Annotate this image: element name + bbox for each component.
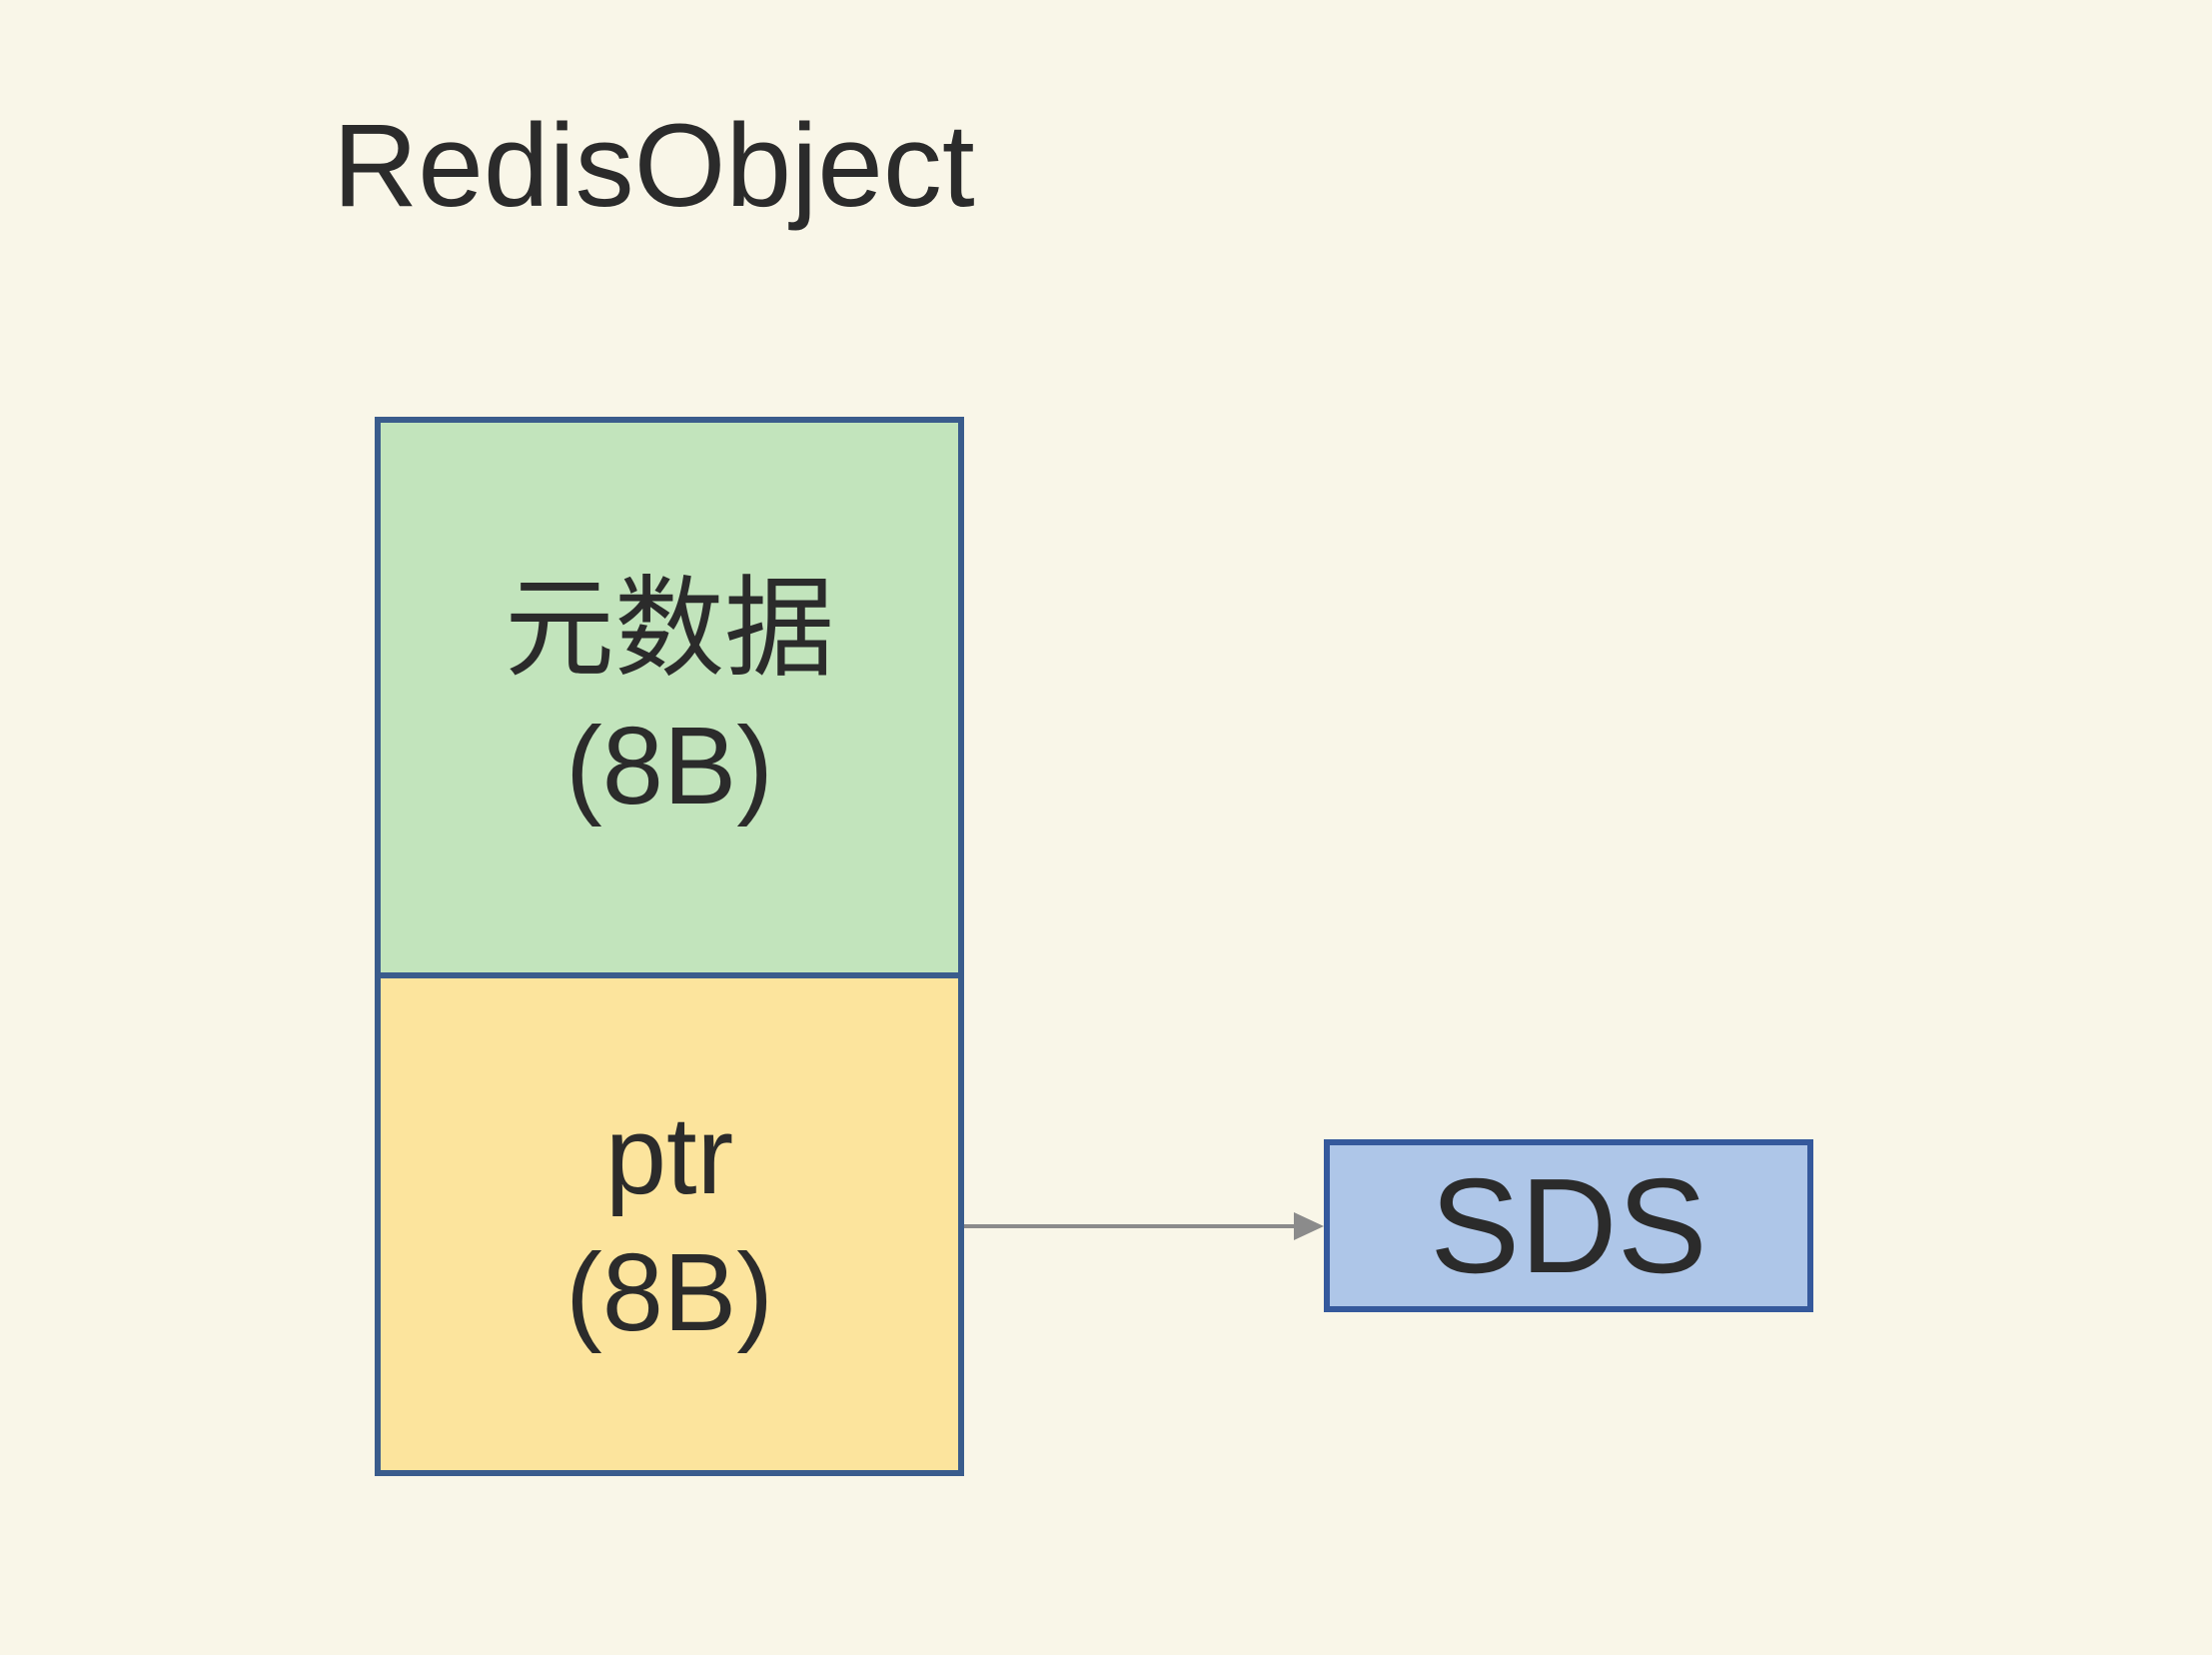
metadata-cell: 元数据 (8B) (381, 423, 958, 978)
metadata-cell-label: 元数据 (505, 567, 834, 691)
metadata-cell-size: (8B) (565, 705, 773, 828)
sds-label: SDS (1430, 1150, 1707, 1301)
ptr-cell-label: ptr (604, 1093, 734, 1217)
ptr-cell-size: (8B) (565, 1231, 773, 1354)
ptr-cell: ptr (8B) (381, 978, 958, 1470)
ptr-to-sds-arrow (964, 1212, 1324, 1240)
arrow-head-icon (1294, 1212, 1324, 1240)
redisobject-struct-box: 元数据 (8B) ptr (8B) (375, 417, 964, 1476)
sds-box: SDS (1324, 1139, 1813, 1312)
diagram-title: RedisObject (333, 100, 975, 232)
